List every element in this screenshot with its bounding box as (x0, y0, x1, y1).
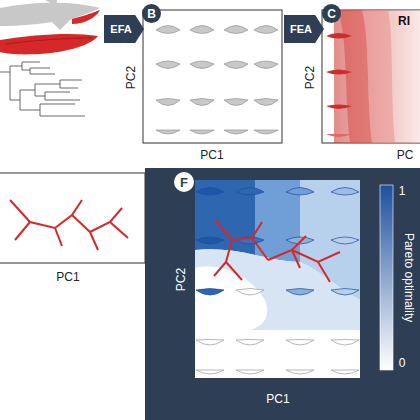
jaw-shape-grid (156, 26, 278, 135)
phylomorphospace-panel (0, 173, 145, 263)
jaw-shape (196, 188, 224, 196)
jaw-shape (190, 99, 214, 106)
axis-label: PC1 (200, 149, 223, 162)
panel-label: FEA (290, 23, 312, 35)
jaw-shape (331, 237, 359, 244)
jaw-shape (236, 370, 264, 374)
phylogeny (0, 62, 85, 116)
panel-label: F (180, 175, 188, 190)
jaw-shape (156, 26, 180, 34)
jaw-shape (224, 26, 248, 34)
jaw-shape (236, 340, 264, 346)
jaw-shape (196, 237, 224, 244)
jaw-shape (254, 99, 278, 106)
jaw-shape (331, 188, 359, 196)
jaw-shape (331, 340, 359, 346)
jaw-shape (254, 130, 278, 134)
scale-tick: 1 (399, 185, 406, 198)
panel-badge: F (174, 172, 194, 192)
jaw-shape (286, 340, 314, 346)
jaw-shape (236, 188, 264, 196)
panel-badge: C (322, 4, 341, 23)
step-arrow: FEA (284, 15, 324, 43)
step-arrow: EFA (104, 15, 144, 43)
jaw-shape (156, 61, 180, 69)
shark-illustration (0, 0, 100, 54)
jaw-shape (224, 61, 248, 69)
panel-label: C (327, 7, 336, 21)
axis-label: PC2 (125, 66, 138, 89)
jaw-shape (196, 370, 224, 374)
scale-tick: 0 (399, 357, 406, 370)
jaw-shape (236, 289, 264, 296)
arrow-fill (104, 15, 144, 43)
jaw-shape (331, 289, 359, 296)
morphospace-box (143, 10, 282, 143)
axis-label: PC1 (56, 271, 79, 284)
pareto-panel (145, 168, 420, 420)
axis-label: PC (397, 149, 414, 162)
axis-label: RI (398, 15, 410, 28)
jaw-shape (286, 370, 314, 374)
jaw-shape (156, 99, 180, 106)
jaw-shape (286, 188, 314, 196)
jaw-shape (196, 289, 224, 296)
panel-label: B (147, 7, 156, 21)
jaw-shape (190, 61, 214, 69)
jaw-shape (196, 340, 224, 346)
jaw-shape (224, 99, 248, 106)
panel-label: EFA (110, 23, 131, 35)
axis-label: PC2 (175, 268, 188, 291)
jaw-shape (286, 289, 314, 296)
jaw-shape (190, 130, 214, 134)
jaw-shape (190, 26, 214, 34)
axis-label: PC2 (304, 66, 317, 89)
arrow-fill (284, 15, 324, 43)
colorbar-title: Pareto optimality (402, 233, 415, 322)
fea-panel (322, 10, 420, 143)
jaw-shape (254, 61, 278, 69)
panel-badge: B (142, 4, 161, 23)
jaw-shape (254, 26, 278, 34)
axis-label: PC1 (266, 393, 289, 406)
jaw-shape (156, 130, 180, 134)
jaw-shape (331, 370, 359, 374)
jaw-shape (224, 130, 248, 134)
